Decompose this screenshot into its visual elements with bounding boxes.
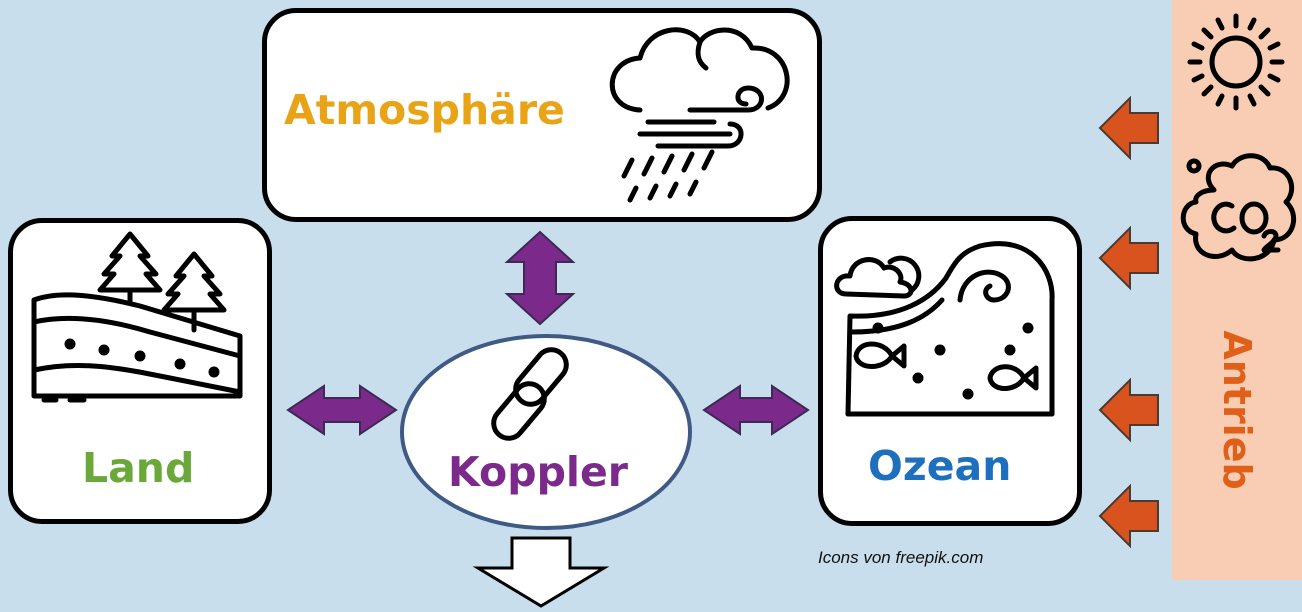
icon-credit: Icons von freepik.com [818, 548, 984, 567]
co2-cloud-icon [1180, 153, 1297, 262]
sun-icon [1187, 13, 1285, 111]
cloud-rain-wind-icon [609, 27, 790, 203]
ocean-label: Ozean [868, 442, 1012, 490]
forcing-arrow [1098, 225, 1159, 291]
forcing-arrow [1098, 483, 1159, 549]
coupler-ocean-arrow [702, 384, 810, 436]
atmosphere-box [262, 8, 822, 222]
forest-soil-layers-icon [31, 231, 243, 403]
forcing-arrows [1098, 95, 1159, 549]
coupler-ellipse [400, 334, 692, 530]
land-label: Land [82, 444, 195, 492]
ocean-wave-fish-icon [834, 241, 1055, 417]
atmosphere-label: Atmosphäre [284, 86, 565, 134]
land-coupler-arrow [286, 384, 398, 436]
chain-link-icon [491, 347, 569, 441]
forcing-arrow [1098, 95, 1159, 161]
output-arrow [472, 536, 610, 608]
forcing-arrow [1098, 377, 1159, 443]
forcing-label: Antrieb [1215, 330, 1259, 490]
coupler-label: Koppler [448, 448, 628, 496]
atmosphere-coupler-arrow [504, 230, 576, 326]
